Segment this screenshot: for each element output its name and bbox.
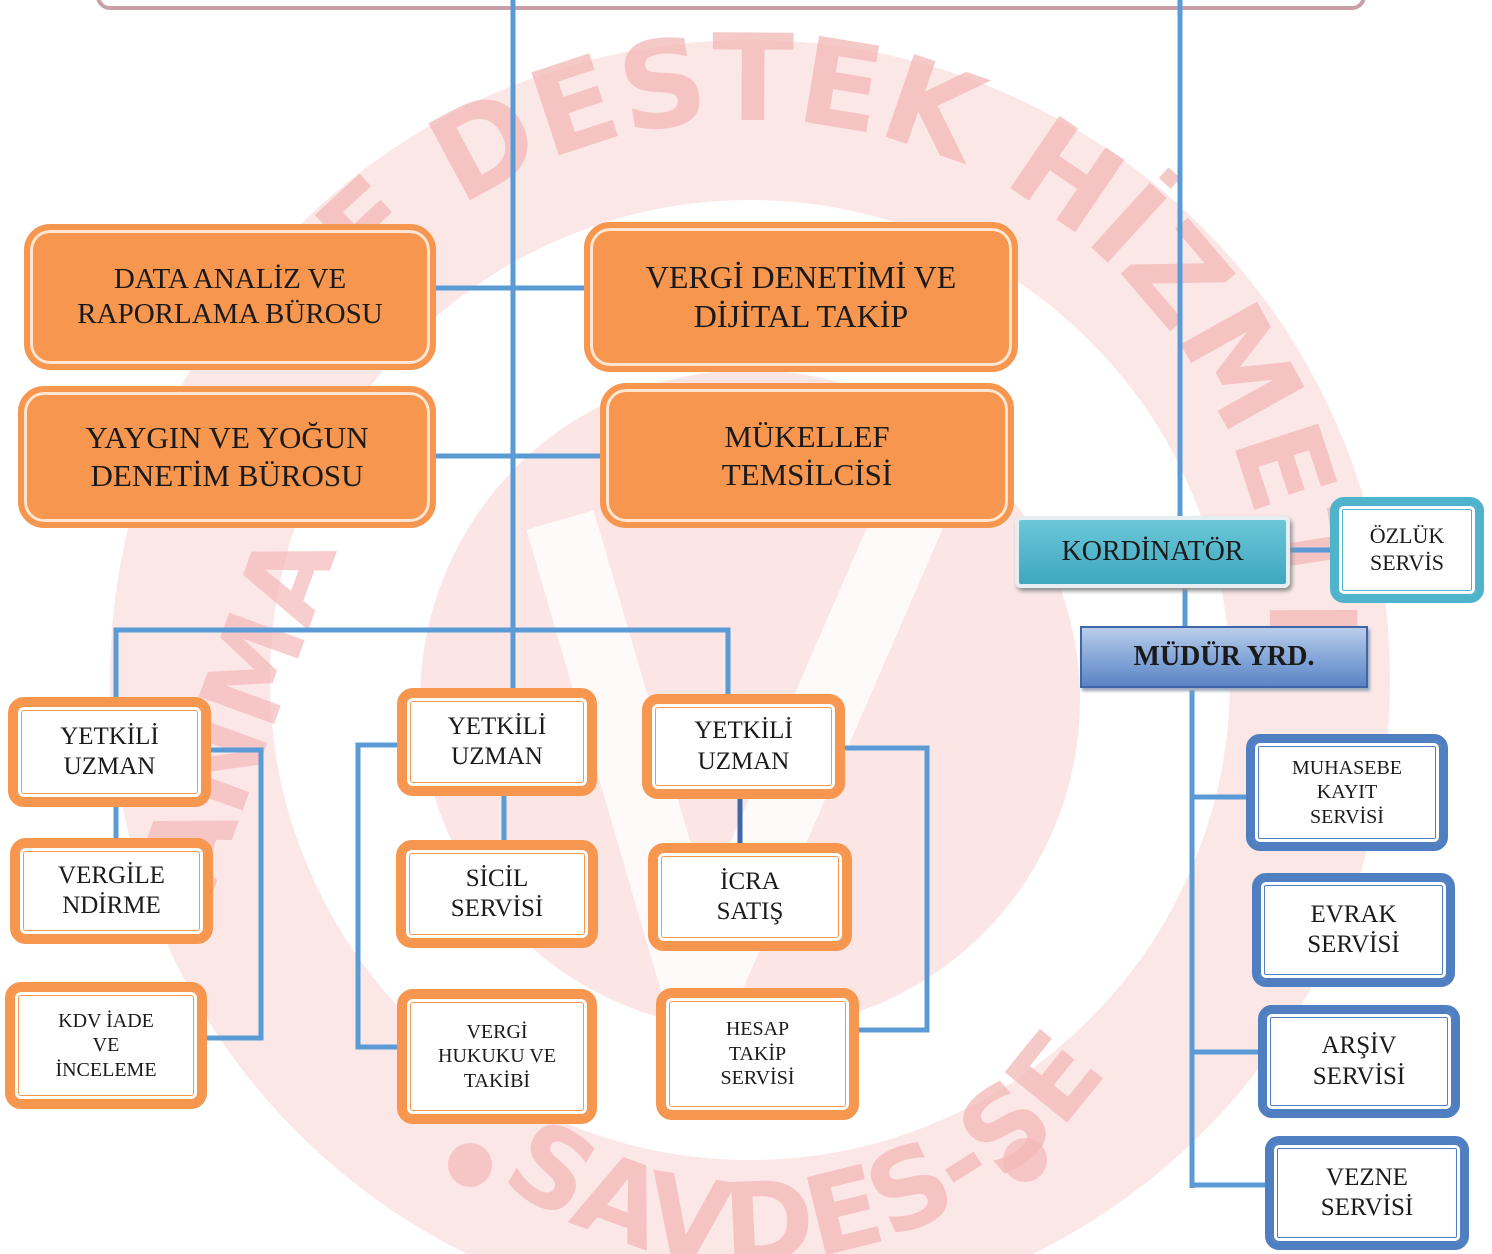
kdv-iade-label: KDV İADE VE İNCELEME <box>55 1009 157 1081</box>
vergilendirme-label: VERGİLE NDİRME <box>58 861 165 920</box>
expert-box-right[interactable]: YETKİLİ UZMAN <box>642 694 845 799</box>
arsiv-servisi-label: ARŞİV SERVİSİ <box>1312 1032 1406 1090</box>
expert-label-right: YETKİLİ UZMAN <box>694 717 793 775</box>
yaygin-denetim-box[interactable]: YAYGIN VE YOĞUN DENETİM BÜROSU <box>18 386 436 528</box>
watermark-dot-right <box>1003 1138 1047 1182</box>
mid-bracket-line <box>355 742 402 1050</box>
muhasebe-kayit-label: MUHASEBE KAYIT SERVİSİ <box>1291 756 1402 828</box>
expert-label-mid: YETKİLİ UZMAN <box>447 712 547 771</box>
sicil-servisi-box[interactable]: SİCİL SERVİSİ <box>396 840 598 948</box>
watermark-dot-left <box>448 1143 492 1187</box>
mukellef-temsilcisi-box[interactable]: MÜKELLEF TEMSİLCİSİ <box>600 383 1014 528</box>
evrak-servisi-label: EVRAK SERVİSİ <box>1307 900 1400 959</box>
arsiv-servisi-box[interactable]: ARŞİV SERVİSİ <box>1258 1005 1460 1118</box>
expert-box-mid[interactable]: YETKİLİ UZMAN <box>397 688 597 796</box>
ozluk-servis-label: ÖZLÜK SERVİS <box>1369 523 1445 575</box>
kordinator-label: KORDİNATÖR <box>1061 535 1244 567</box>
expert-branch-line <box>113 627 731 700</box>
mudur-yrd-label: MÜDÜR YRD. <box>1133 640 1315 672</box>
vergi-hukuku-label: VERGİ HUKUKU VE TAKİBİ <box>438 1020 556 1092</box>
vezne-servisi-box[interactable]: VEZNE SERVİSİ <box>1265 1136 1469 1250</box>
data-analiz-label: DATA ANALİZ VE RAPORLAMA BÜROSU <box>77 262 383 330</box>
evrak-servisi-box[interactable]: EVRAK SERVİSİ <box>1252 873 1455 987</box>
muhasebe-kayit-box[interactable]: MUHASEBE KAYIT SERVİSİ <box>1246 734 1448 851</box>
mudur-yrd-box[interactable]: MÜDÜR YRD. <box>1080 626 1368 688</box>
vergilendirme-box[interactable]: VERGİLE NDİRME <box>10 838 213 944</box>
data-analiz-box[interactable]: DATA ANALİZ VE RAPORLAMA BÜROSU <box>24 224 436 370</box>
expert-label-left: YETKİLİ UZMAN <box>60 722 159 781</box>
expert-box-left[interactable]: YETKİLİ UZMAN <box>8 697 211 807</box>
vergi-denetimi-box[interactable]: VERGİ DENETİMİ VE DİJİTAL TAKİP <box>584 222 1018 372</box>
mukellef-temsilcisi-label: MÜKELLEF TEMSİLCİSİ <box>721 418 893 492</box>
vergi-denetimi-label: VERGİ DENETİMİ VE DİJİTAL TAKİP <box>645 258 957 334</box>
vezne-servisi-label: VEZNE SERVİSİ <box>1320 1163 1414 1222</box>
left-bracket-line <box>205 747 264 1041</box>
kdv-iade-box[interactable]: KDV İADE VE İNCELEME <box>5 982 207 1109</box>
ozluk-servis-box[interactable]: ÖZLÜK SERVİS <box>1330 497 1484 603</box>
kordinator-box[interactable]: KORDİNATÖR <box>1015 516 1290 588</box>
hesap-takip-label: HESAP TAKİP SERVİSİ <box>720 1018 795 1090</box>
vergi-hukuku-box[interactable]: VERGİ HUKUKU VE TAKİBİ <box>397 989 597 1124</box>
icra-satis-label: İCRA SATIŞ <box>716 867 784 926</box>
icra-satis-box[interactable]: İCRA SATIŞ <box>648 843 852 951</box>
right-bracket-line <box>842 745 930 1033</box>
sicil-servisi-label: SİCİL SERVİSİ <box>450 864 544 923</box>
hesap-takip-box[interactable]: HESAP TAKİP SERVİSİ <box>656 988 859 1120</box>
yaygin-denetim-label: YAYGIN VE YOĞUN DENETİM BÜROSU <box>85 420 369 493</box>
